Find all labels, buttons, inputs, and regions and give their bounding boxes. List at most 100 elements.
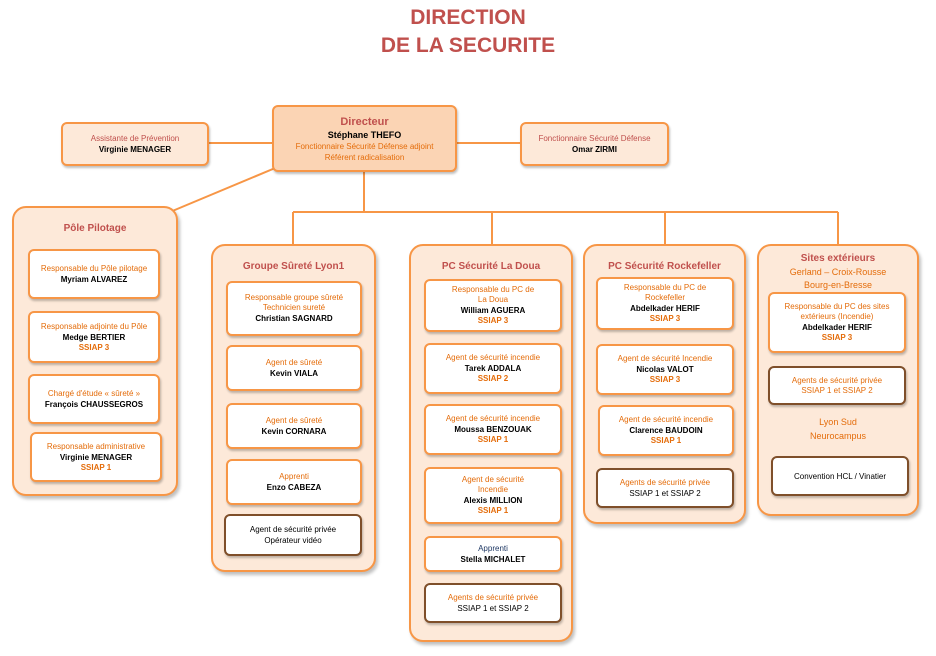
doua-title: PC Sécurité La Doua [441,261,541,272]
groupe-card-3: Agent de sûreté Kevin CORNARA [226,403,362,449]
doua-card-4: Agent de sécurité Incendie Alexis MILLIO… [424,467,562,524]
card-role-2: Technicien sureté [262,303,326,312]
rockefeller-title: PC Sécurité Rockefeller [608,261,721,272]
card-role: Agent de sécurité incendie [445,353,541,362]
card-ssiap: SSIAP 3 [649,375,681,384]
rockefeller-card-3: Agent de sécurité incendie Clarence BAUD… [598,405,734,456]
card-name: Virginie MENAGER [59,452,133,462]
card-role-2: extérieurs (Incendie) [800,312,874,321]
groupe-title: Groupe Sûreté Lyon1 [242,261,345,272]
card-role: Responsable du PC de [623,283,707,292]
card-role: Chargé d'étude « sûreté » [47,388,141,398]
groupe-card-2: Agent de sûreté Kevin VIALA [226,345,362,391]
director-role-2: Référent radicalisation [324,152,405,162]
card-role: Responsable du Pôle pilotage [40,263,148,273]
card-name: Christian SAGNARD [255,314,333,323]
card-line-1: Agents de sécurité privée [619,477,711,487]
card-role: Agent de sûreté [265,357,323,367]
sites-title: Sites extérieurs [800,253,876,264]
card-name: Myriam ALVAREZ [60,274,128,284]
card-role-2: La Doua [477,295,509,304]
card-ssiap: SSIAP 1 [650,436,682,445]
doua-card-5: Apprenti Stella MICHALET [424,536,562,572]
card-line-1: Convention HCL / Vinatier [793,471,887,481]
groupe-card-5: Agent de sécurité privée Opérateur vidéo [224,514,362,556]
card-line-2: Opérateur vidéo [264,536,322,545]
groupe-card-1: Responsable groupe sûreté Technicien sur… [226,281,362,336]
card-ssiap: SSIAP 3 [78,342,110,352]
rockefeller-card-4: Agents de sécurité privée SSIAP 1 et SSI… [596,468,734,508]
defense-card: Fonctionnaire Sécurité Défense Omar ZIRM… [520,122,669,166]
title-line-2: DE LA SECURITE [380,34,556,57]
doua-card-6: Agents de sécurité privée SSIAP 1 et SSI… [424,583,562,623]
card-name: Abdelkader HERIF [802,323,872,332]
assistant-card: Assistante de Prévention Virginie MENAGE… [61,122,209,166]
card-line-1: Agents de sécurité privée [791,375,883,385]
card-line-1: Agent de sécurité privée [249,525,337,534]
groupe-card-4: Apprenti Enzo CABEZA [226,459,362,505]
sites-sub-1: Gerland – Croix-Rousse [789,267,887,277]
card-role: Responsable administrative [46,441,146,451]
card-role: Agent de sécurité incendie [618,415,714,424]
sites-sub-2: Bourg-en-Bresse [803,280,873,290]
card-role: Apprenti [279,471,309,481]
card-role: Responsable groupe sûreté [244,293,344,302]
pole-title: Pôle Pilotage [63,223,127,234]
sites-sub-3: Lyon Sud [819,417,857,427]
director-name: Stéphane THEFO [327,129,402,140]
card-role: Agent de sécurité incendie [445,414,541,423]
card-name: Stella MICHALET [460,554,526,564]
card-ssiap: SSIAP 1 [80,462,112,472]
card-name: Moussa BENZOUAK [454,425,532,434]
card-role: Responsable du PC des sites [784,302,890,311]
defense-role: Fonctionnaire Sécurité Défense [538,133,651,143]
sites-card-1: Responsable du PC des sites extérieurs (… [768,292,906,353]
card-role: Apprenti [478,543,508,553]
sites-card-2: Agents de sécurité privée SSIAP 1 et SSI… [768,366,906,405]
doua-card-2: Agent de sécurité incendie Tarek ADDALA … [424,343,562,394]
pole-card-4: Responsable administrative Virginie MENA… [30,432,162,482]
card-name: Kevin VIALA [269,368,318,378]
card-ssiap: SSIAP 3 [821,333,853,342]
director-card: Directeur Stéphane THEFO Fonctionnaire S… [272,105,457,172]
card-line-2: SSIAP 1 et SSIAP 2 [457,603,529,613]
card-ssiap: SSIAP 2 [477,374,509,383]
card-ssiap: SSIAP 1 [477,435,509,444]
doua-card-3: Agent de sécurité incendie Moussa BENZOU… [424,404,562,455]
card-name: Clarence BAUDOIN [629,426,703,435]
card-name: Tarek ADDALA [464,364,522,373]
card-line-1: Agents de sécurité privée [447,592,539,602]
rockefeller-card-1: Responsable du PC de Rockefeller Abdelka… [596,277,734,330]
title-line-1: DIRECTION [410,6,526,29]
defense-name: Omar ZIRMI [572,144,617,154]
card-ssiap: SSIAP 1 [477,506,509,515]
card-role: Responsable adjointe du Pôle [40,321,148,331]
assistant-role: Assistante de Prévention [90,133,180,143]
pole-card-2: Responsable adjointe du Pôle Medge BERTI… [28,311,160,363]
assistant-name: Virginie MENAGER [98,144,172,154]
card-name: Alexis MILLION [463,496,523,505]
card-role: Agent de sûreté [265,415,323,425]
card-role: Responsable du PC de [451,285,535,294]
card-name: Nicolas VALOT [636,365,694,374]
card-role: Agent de sécurité Incendie [617,354,713,363]
card-role-2: Incendie [477,485,509,494]
line-pole [169,165,281,213]
director-title: Directeur [340,115,389,128]
card-ssiap: SSIAP 3 [649,314,681,323]
director-role-1: Fonctionnaire Sécurité Défense adjoint [295,141,434,151]
card-name: Enzo CABEZA [266,482,322,492]
sites-sub-4: Neurocampus [809,431,867,441]
card-role-2: Rockefeller [644,293,685,302]
pole-card-3: Chargé d'étude « sûreté » François CHAUS… [28,374,160,424]
card-name: Kevin CORNARA [261,426,327,436]
card-line-2: SSIAP 1 et SSIAP 2 [801,385,873,395]
card-role: Agent de sécurité [461,475,525,484]
card-name: William AGUERA [460,306,526,315]
pole-card-1: Responsable du Pôle pilotage Myriam ALVA… [28,249,160,299]
rockefeller-card-2: Agent de sécurité Incendie Nicolas VALOT… [596,344,734,395]
card-line-2: SSIAP 1 et SSIAP 2 [629,488,701,498]
doua-card-1: Responsable du PC de La Doua William AGU… [424,279,562,332]
card-name: François CHAUSSEGROS [44,399,144,409]
